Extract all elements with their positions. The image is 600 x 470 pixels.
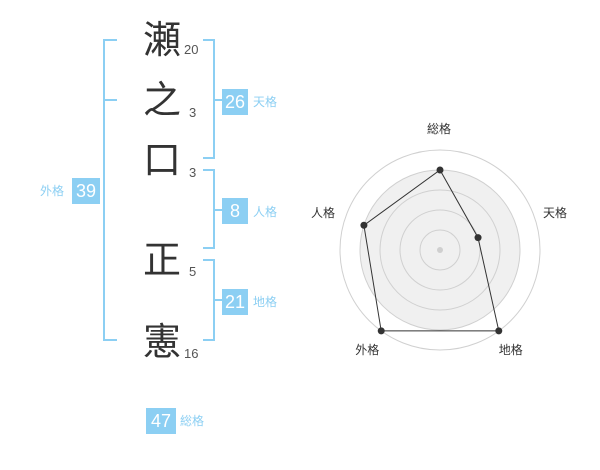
radar-axis-label-soukaku: 総格 — [427, 122, 452, 136]
name-char-5: 憲 — [142, 320, 181, 364]
name-char-3: 口 — [142, 138, 181, 182]
radar-axis-label-chikaku: 地格 — [498, 342, 523, 357]
stroke-count-4: 5 — [189, 264, 197, 279]
name-char-4: 正 — [142, 238, 181, 282]
gaikaku-bracket — [103, 39, 117, 341]
radar-axis-label-jinkaku: 人格 — [310, 206, 335, 221]
radar-ring — [339, 149, 541, 351]
stroke-count-1: 20 — [184, 42, 199, 57]
radar-ring — [419, 229, 461, 271]
name-char-1: 瀬 — [142, 18, 181, 62]
radar-axis-label-tenkaku: 天格 — [543, 206, 568, 221]
radar-point-4 — [360, 221, 368, 229]
radar-axis-label-gaikaku: 外格 — [355, 342, 380, 357]
stroke-count-3: 3 — [189, 165, 197, 180]
tenkaku-label: 天格 — [253, 95, 278, 109]
radar-center-dot — [437, 247, 443, 253]
radar-point-2 — [495, 327, 503, 335]
stroke-count-2: 3 — [189, 105, 197, 120]
radar-points — [360, 166, 503, 335]
radar-point-0 — [436, 166, 444, 174]
radar-ring — [379, 189, 501, 311]
radar-point-3 — [377, 327, 385, 335]
gaikaku-label: 外格 — [40, 184, 65, 198]
radar-data-polygon — [363, 169, 500, 332]
stroke-count-5: 16 — [184, 346, 199, 361]
jinkaku-label: 人格 — [253, 205, 278, 219]
tenkaku-value-badge: 26 — [222, 89, 248, 115]
soukaku-value-badge: 47 — [146, 408, 176, 434]
chikaku-label: 地格 — [253, 295, 278, 309]
radar-point-1 — [474, 234, 482, 242]
soukaku-label: 総格 — [180, 414, 205, 428]
name-char-2: 之 — [142, 78, 181, 122]
gaikaku-value-badge: 39 — [72, 178, 100, 204]
radar-rings — [339, 149, 541, 351]
jinkaku-value-badge: 8 — [222, 198, 248, 224]
radar-ring — [399, 209, 481, 291]
chikaku-value-badge: 21 — [222, 289, 248, 315]
